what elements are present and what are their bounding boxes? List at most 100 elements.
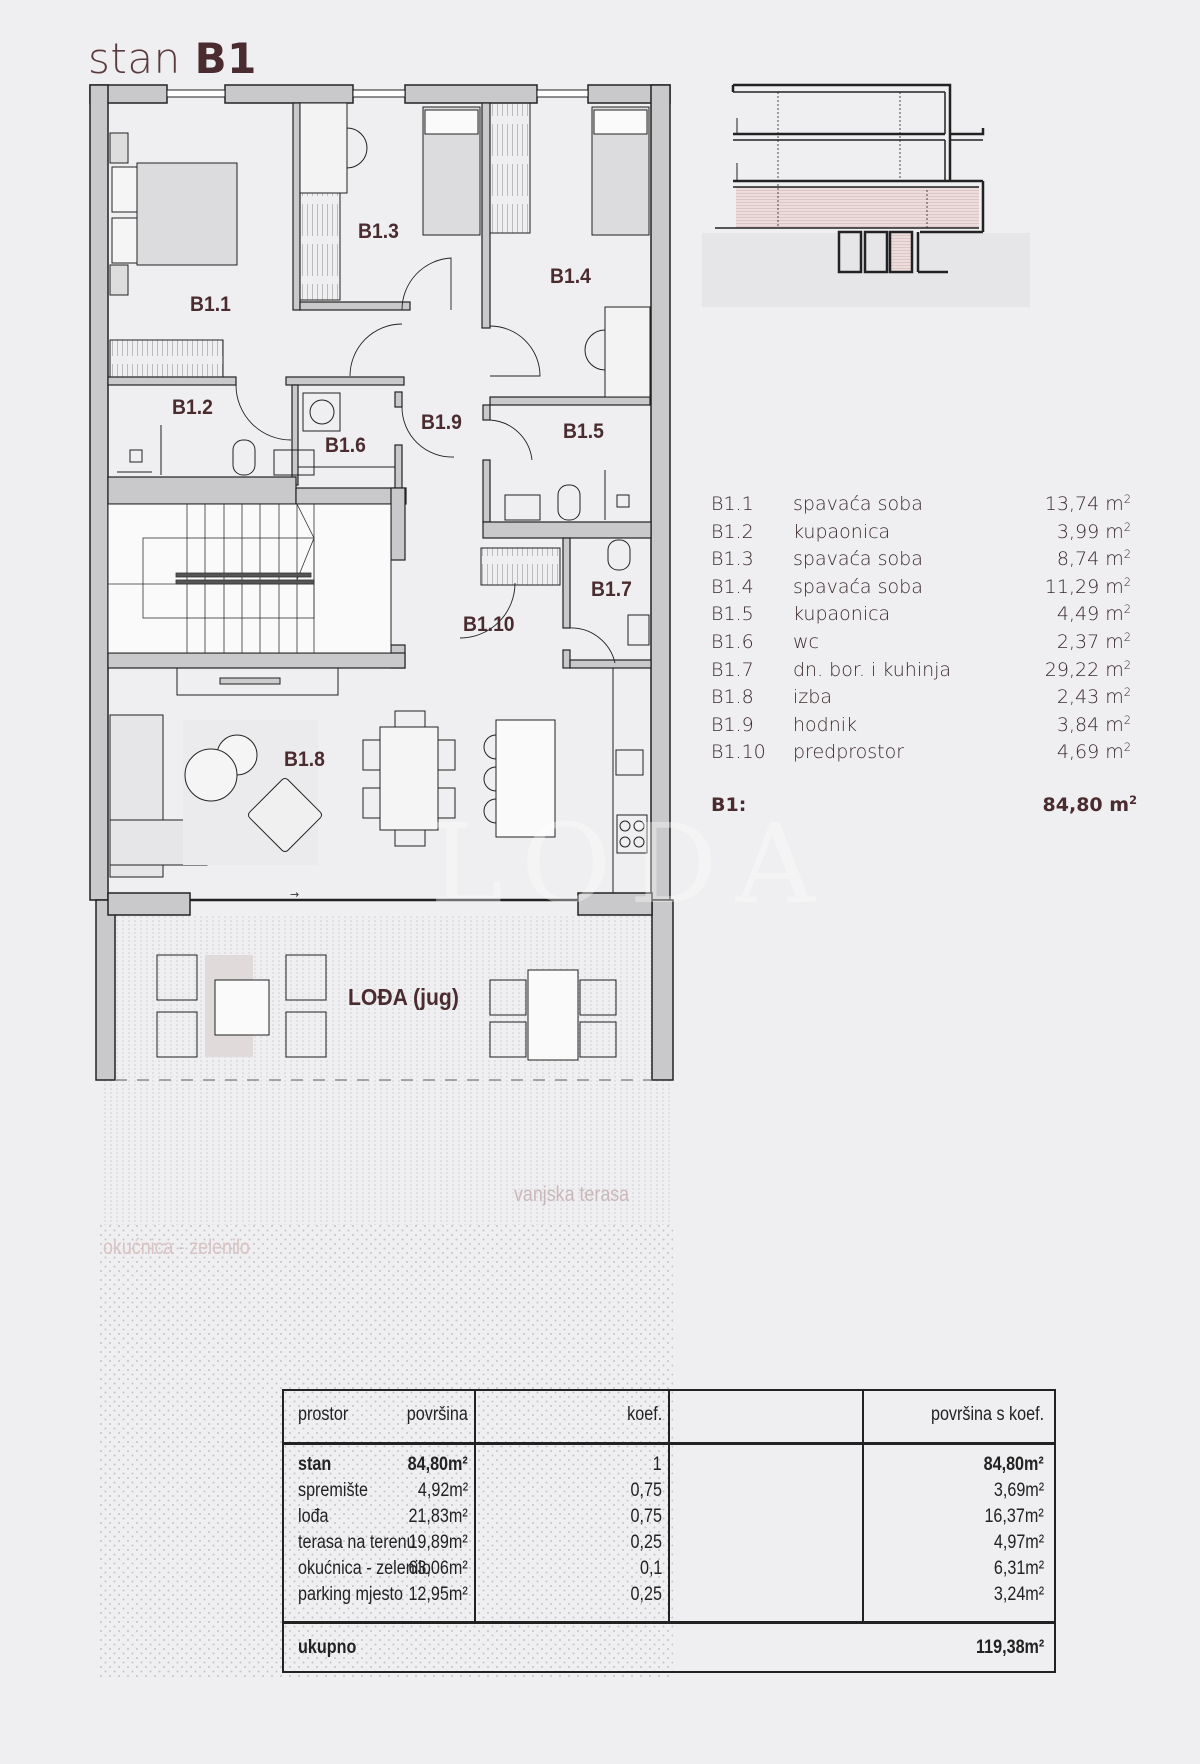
furniture bbox=[107, 102, 652, 1061]
room-code: B1.5 bbox=[711, 603, 754, 626]
table-divider bbox=[284, 1621, 1054, 1624]
table-divider bbox=[284, 1442, 1054, 1445]
page-title: stan B1 bbox=[88, 34, 257, 83]
room-list-item: B1.8 izba 2,43 m2 bbox=[711, 686, 1151, 714]
table-divider bbox=[474, 1391, 476, 1622]
room-area: 3,84 m2 bbox=[1056, 712, 1131, 736]
title-unit: B1 bbox=[194, 34, 257, 83]
table-cell: terasa na terenu bbox=[298, 1532, 416, 1553]
svg-text:→: → bbox=[290, 888, 299, 901]
table-divider bbox=[862, 1391, 864, 1622]
room-list-item: B1.9 hodnik 3,84 m2 bbox=[711, 714, 1151, 742]
table-total-value: 119,38m² bbox=[975, 1637, 1044, 1658]
table-cell: 0,75 bbox=[630, 1506, 662, 1527]
room-label-b1-2: B1.2 bbox=[172, 396, 213, 419]
room-area: 3,99 m2 bbox=[1056, 519, 1131, 543]
table-divider bbox=[668, 1391, 670, 1622]
room-area: 13,74 m2 bbox=[1044, 492, 1131, 515]
table-cell: 84,80m² bbox=[983, 1454, 1044, 1475]
table-cell: 6,31m² bbox=[993, 1558, 1044, 1579]
room-list-item: B1.6 wc 2,37 m2 bbox=[711, 631, 1151, 659]
room-name: spavaća soba bbox=[793, 548, 923, 571]
room-label-b1-4: B1.4 bbox=[550, 265, 591, 288]
room-list-item: B1.1 spavaća soba 13,74 m2 bbox=[711, 493, 1151, 521]
room-name: wc bbox=[793, 630, 819, 653]
table-cell: parking mjesto bbox=[298, 1584, 404, 1605]
room-label-b1-5: B1.5 bbox=[563, 420, 604, 443]
room-list-item: B1.2 kupaonica 3,99 m2 bbox=[711, 521, 1151, 549]
table-cell: 84,80m² bbox=[407, 1454, 468, 1475]
table-cell: 0,1 bbox=[639, 1558, 662, 1579]
table-cell: 0,25 bbox=[630, 1532, 662, 1553]
building-section bbox=[702, 83, 1030, 307]
room-list-item: B1.10 predprostor 4,69 m2 bbox=[711, 741, 1151, 769]
room-list-item: B1.3 spavaća soba 8,74 m2 bbox=[711, 548, 1151, 576]
room-label-b1-10: B1.10 bbox=[463, 613, 515, 636]
room-code: B1.6 bbox=[711, 630, 754, 653]
room-name: izba bbox=[793, 686, 832, 709]
table-header-prostor: prostor bbox=[298, 1404, 349, 1425]
interior-walls bbox=[107, 102, 652, 669]
watermark: LODA bbox=[430, 800, 833, 928]
room-area: 8,74 m2 bbox=[1056, 547, 1131, 571]
table-cell: 0,25 bbox=[630, 1584, 662, 1605]
table-cell: 63,06m² bbox=[408, 1558, 468, 1579]
room-code: B1.9 bbox=[711, 713, 754, 736]
room-list-total: B1: 84,80 m2 bbox=[711, 794, 1151, 822]
room-list: B1.1 spavaća soba 13,74 m2 B1.2 kupaonica 3,… bbox=[711, 493, 1151, 769]
garden-area bbox=[98, 1225, 673, 1678]
room-label-b1-6: B1.6 bbox=[325, 434, 366, 457]
table-header-povrsina-koef: površina s koef. bbox=[930, 1404, 1044, 1425]
table-cell: 19,89m² bbox=[408, 1532, 468, 1553]
room-name: kupaonica bbox=[793, 520, 891, 543]
table-cell: 3,69m² bbox=[993, 1480, 1044, 1501]
room-name: dn. bor. i kuhinja bbox=[793, 658, 952, 681]
room-code: B1.2 bbox=[711, 520, 754, 543]
table-total-label: ukupno bbox=[298, 1637, 357, 1658]
loggia-label: LOĐA (jug) bbox=[348, 984, 459, 1010]
total-area: 84,80 m2 bbox=[1042, 793, 1137, 816]
room-name: hodnik bbox=[793, 713, 858, 736]
table-cell: 4,97m² bbox=[993, 1532, 1044, 1553]
table-header-povrsina: površina bbox=[406, 1404, 468, 1425]
table-cell: 12,95m² bbox=[408, 1584, 468, 1605]
table-cell: spremište bbox=[298, 1480, 369, 1501]
room-code: B1.7 bbox=[711, 658, 754, 681]
room-label-b1-8: B1.8 bbox=[284, 748, 325, 771]
room-name: predprostor bbox=[793, 741, 905, 764]
room-code: B1.8 bbox=[711, 686, 754, 709]
room-label-b1-1: B1.1 bbox=[190, 293, 231, 316]
room-code: B1.1 bbox=[711, 493, 754, 515]
room-name: spavaća soba bbox=[793, 493, 923, 515]
table-cell: lođa bbox=[298, 1506, 329, 1527]
garden-label: okućnica - zelenilo bbox=[103, 1236, 250, 1259]
room-label-b1-9: B1.9 bbox=[421, 411, 462, 434]
table-cell: 3,24m² bbox=[993, 1584, 1044, 1605]
room-code: B1.4 bbox=[711, 575, 754, 598]
room-area: 4,49 m2 bbox=[1056, 602, 1131, 626]
table-cell: 16,37m² bbox=[984, 1506, 1044, 1527]
room-code: B1.10 bbox=[711, 741, 766, 764]
total-code: B1: bbox=[711, 794, 747, 816]
terrace-area bbox=[100, 1080, 673, 1225]
terrace-label: vanjska terasa bbox=[514, 1183, 630, 1206]
table-cell: 0,75 bbox=[630, 1480, 662, 1501]
title-prefix: stan bbox=[88, 34, 181, 83]
table-cell: 21,83m² bbox=[408, 1506, 468, 1527]
room-area: 2,43 m2 bbox=[1056, 685, 1131, 709]
room-name: spavaća soba bbox=[793, 575, 923, 598]
table-cell: okućnica - zelenilo bbox=[298, 1558, 431, 1579]
room-label-b1-7: B1.7 bbox=[591, 578, 632, 601]
table-cell: stan bbox=[298, 1454, 332, 1475]
room-area: 11,29 m2 bbox=[1044, 574, 1131, 598]
room-area: 2,37 m2 bbox=[1056, 630, 1131, 653]
table-cell: 1 bbox=[653, 1454, 662, 1475]
room-code: B1.3 bbox=[711, 548, 754, 571]
room-label-b1-3: B1.3 bbox=[358, 220, 399, 243]
room-list-item: B1.4 spavaća soba 11,29 m2 bbox=[711, 576, 1151, 604]
area-table: prostor površina koef. površina s koef. … bbox=[282, 1389, 1056, 1673]
table-cell: 4,92m² bbox=[417, 1480, 468, 1501]
room-area: 4,69 m2 bbox=[1056, 740, 1131, 764]
